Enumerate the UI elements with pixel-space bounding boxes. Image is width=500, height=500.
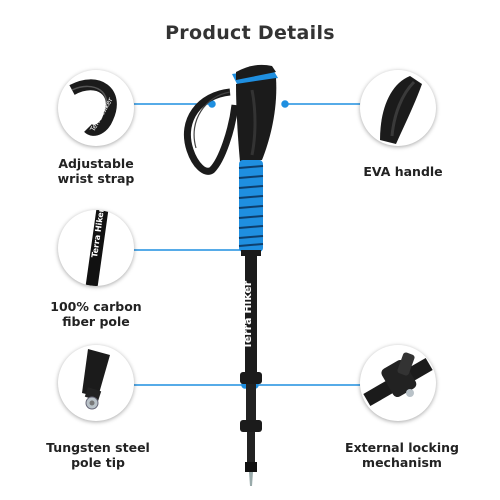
wrist-strap-closeup: Terra Hiker bbox=[58, 70, 134, 146]
wrist-strap-label: Adjustable wrist strap bbox=[30, 156, 162, 186]
carbon-pole-label-line2: fiber pole bbox=[62, 314, 130, 329]
lower-shaft bbox=[247, 432, 255, 464]
wrist-strap-label-line1: Adjustable bbox=[58, 156, 134, 171]
eva-handle-label-line1: EVA handle bbox=[363, 164, 443, 179]
pole-tip-label: Tungsten steel pole tip bbox=[28, 440, 168, 470]
pole-tip-label-line2: pole tip bbox=[71, 455, 125, 470]
locking-label: External locking mechanism bbox=[330, 440, 474, 470]
pole-brand-text: Terra Hiker bbox=[241, 280, 254, 349]
grip-ribs bbox=[238, 165, 264, 247]
locking-label-line1: External locking bbox=[345, 440, 459, 455]
pole-tip-closeup bbox=[58, 345, 134, 421]
eva-handle-label: EVA handle bbox=[338, 164, 468, 179]
wrist-strap bbox=[183, 88, 239, 175]
carbon-pole-label-line1: 100% carbon bbox=[50, 299, 142, 314]
upper-shaft bbox=[245, 255, 257, 375]
basket bbox=[245, 462, 257, 472]
page-title: Product Details bbox=[165, 22, 335, 44]
pole-brand-closeup: Terra Hiker bbox=[58, 210, 134, 286]
middle-shaft bbox=[246, 384, 256, 424]
eva-handle-closeup bbox=[360, 70, 436, 146]
lock-mechanism-closeup bbox=[360, 345, 436, 421]
pole-tip bbox=[249, 472, 253, 486]
wrist-strap-label-line2: wrist strap bbox=[57, 171, 135, 186]
lock-clamp-2 bbox=[240, 420, 262, 432]
lock-clamp-1 bbox=[240, 372, 262, 384]
locking-label-line2: mechanism bbox=[362, 455, 442, 470]
carbon-pole-label: 100% carbon fiber pole bbox=[30, 299, 162, 329]
pole-tip-label-line1: Tungsten steel bbox=[46, 440, 150, 455]
